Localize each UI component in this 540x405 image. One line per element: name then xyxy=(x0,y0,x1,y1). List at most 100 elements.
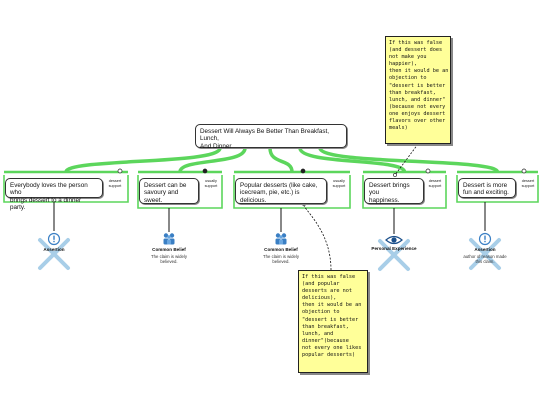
assertion-icon[interactable] xyxy=(477,231,493,247)
note-1-line: than breakfast, xyxy=(389,89,436,96)
source-5-desc: author of reason made this claim. xyxy=(455,254,515,265)
note-1-line: one enjoys dessert xyxy=(389,110,446,117)
rejected-cross xyxy=(378,239,410,271)
tag-3-word-2: support xyxy=(332,183,346,188)
note-2-line: (and popular xyxy=(302,281,340,288)
claim-line-2: Lunch, xyxy=(200,135,219,143)
reason-1-tag: dessert support xyxy=(103,179,127,188)
claim-line-1: Dessert Will Always Be Better Than Break… xyxy=(200,128,330,135)
note-1-line: (and dessert does xyxy=(389,47,443,54)
reason-1-line-2: brings dessert to a dinner party. xyxy=(10,196,82,212)
reason-1-line-1: Everybody loves the person who xyxy=(10,182,88,197)
assertion-icon[interactable] xyxy=(46,231,62,247)
tag-2-word-1: usually xyxy=(205,179,217,183)
source-3-label: Common Belief xyxy=(264,247,298,252)
reason-box-4[interactable]: Dessert brings you happiness. xyxy=(364,178,424,204)
note-link xyxy=(394,143,419,176)
note-1-line: meals) xyxy=(389,125,408,132)
reason-4-line-2: you xyxy=(369,189,380,197)
reason-frame xyxy=(3,175,129,203)
rejected-cross xyxy=(38,238,70,270)
reason-5-line-1: Dessert is more xyxy=(463,182,508,189)
note-2-line: not every one likes xyxy=(302,344,362,351)
note-2-line: delicious), xyxy=(302,295,337,302)
connector-dot xyxy=(117,168,123,174)
eye-icon[interactable] xyxy=(385,234,403,246)
source-3-desc: The claim is widely believed. xyxy=(251,254,311,265)
reason-2-line-1: Dessert can be xyxy=(144,182,187,189)
tag-5-word-2: support xyxy=(521,183,535,188)
source-2-desc: The claim is widely believed. xyxy=(139,254,199,265)
note-2-line: popular desserts) xyxy=(302,352,356,359)
note-1-line: not make you xyxy=(389,54,427,61)
reason-box-5[interactable]: Dessert is more fun and exciting. xyxy=(458,178,516,198)
note-2-line: desserts are not xyxy=(302,288,352,295)
note-1-line: lunch, and dinner" xyxy=(389,96,446,103)
reason-2-tag: usually support xyxy=(199,179,223,188)
source-5-desc-line-1: author of reason made xyxy=(463,254,507,259)
note-1-line: then it would be an xyxy=(389,68,449,75)
reason-frame xyxy=(233,175,351,209)
source-2-desc-line-2: believed. xyxy=(160,259,178,265)
note-2-line: lunch, and xyxy=(302,330,334,337)
reason-5-line-2: fun and exciting. xyxy=(463,189,509,197)
source-1-label: Assertion xyxy=(43,247,65,252)
main-claim-box[interactable]: Dessert Will Always Be Better Than Break… xyxy=(195,124,347,150)
source-2-label: Common Belief xyxy=(152,247,186,252)
source-3-desc-line-2: believed. xyxy=(272,259,290,265)
tag-5-word-1: dessert xyxy=(521,179,535,183)
reason-frame xyxy=(137,175,223,209)
reason-3-line-3: delicious. xyxy=(240,196,267,204)
tag-4-word-1: dessert xyxy=(428,179,442,183)
connector-dot xyxy=(521,168,527,174)
note-2-line: than breakfast, xyxy=(302,323,349,330)
note-1-line: happier), xyxy=(389,61,418,68)
reason-box-1[interactable]: Everybody loves the person who brings de… xyxy=(5,178,103,211)
reason-3-line-2: icecream, pie, etc.) is xyxy=(240,189,300,197)
tag-2-word-2: support xyxy=(204,183,218,188)
source-5-label: Assertion xyxy=(474,247,496,252)
reason-box-2[interactable]: Dessert can be savoury and sweet. xyxy=(139,178,199,204)
source-4-label: Personal Experience xyxy=(371,246,417,251)
objection-note-2[interactable]: If this was false (and popular desserts … xyxy=(298,270,368,373)
note-1-line: (because not every xyxy=(389,103,446,110)
support-link xyxy=(64,147,222,174)
people-icon[interactable] xyxy=(161,232,177,246)
support-link xyxy=(318,147,500,174)
support-link xyxy=(268,147,294,173)
tag-1-word-2: support xyxy=(108,183,122,188)
connector-dot xyxy=(425,168,431,174)
reason-2-line-3: sweet. xyxy=(144,196,163,204)
note-2-line: then it would be an xyxy=(302,302,362,309)
reason-box-3[interactable]: Popular desserts (like cake, icecream, p… xyxy=(235,178,327,204)
note-2-line: "dessert is better xyxy=(302,316,359,323)
tag-1-word-1: dessert xyxy=(108,179,122,183)
note-2-line: objection to xyxy=(302,309,340,316)
reason-5-tag: dessert support xyxy=(516,179,540,188)
claim-line-3: And Dinner xyxy=(200,142,232,150)
reason-4-tag: dessert support xyxy=(423,179,447,188)
note-1-line: objection to xyxy=(389,75,427,82)
connector-dot xyxy=(300,168,306,174)
reason-4-line-3: happiness. xyxy=(369,196,400,204)
note-link xyxy=(303,205,332,271)
note-1-line: flavors over other xyxy=(389,118,446,125)
note-2-line: dinner"(because xyxy=(302,337,349,344)
people-icon[interactable] xyxy=(273,232,289,246)
source-3-desc-line-1: The claim is widely xyxy=(262,254,300,259)
objection-note-1[interactable]: If this was false (and dessert does not … xyxy=(385,36,451,144)
support-link xyxy=(178,147,247,173)
reason-3-line-1: Popular desserts (like cake, xyxy=(240,182,318,189)
note-1-line: If this was false xyxy=(389,40,443,46)
source-2-desc-line-1: The claim is widely xyxy=(150,254,188,259)
source-5-desc-line-2: this claim. xyxy=(475,259,495,265)
reason-frame xyxy=(362,175,447,209)
tag-3-word-1: usually xyxy=(333,179,345,183)
connector-dot xyxy=(202,168,208,174)
note-1-line: "dessert is better xyxy=(389,82,446,89)
reason-3-tag: usually support xyxy=(327,179,351,188)
reason-2-line-2: savoury and xyxy=(144,189,179,197)
rejected-cross xyxy=(469,238,501,270)
note-2-line: If this was false xyxy=(302,274,356,280)
